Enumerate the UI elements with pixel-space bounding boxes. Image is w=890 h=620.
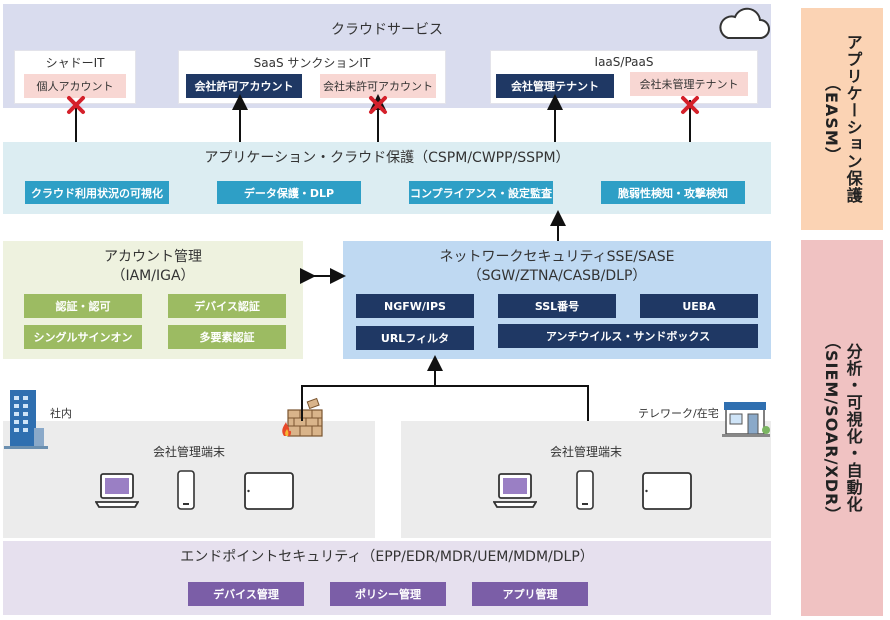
unmanaged-tenant-tag: 会社未管理テナント: [630, 72, 748, 96]
easm-sidebar: アプリケーション保護 （EASM）: [801, 8, 883, 230]
device-auth-tag: デバイス認証: [168, 294, 286, 318]
compliance-audit-tag: コンプライアンス・設定監査: [409, 181, 553, 204]
cloud-services-title: クラウドサービス: [331, 22, 443, 38]
data-protection-dlp-tag: データ保護・DLP: [217, 181, 361, 204]
remote-devices-title: 会社管理端末: [549, 444, 622, 459]
iaas-paas-title: IaaS/PaaS: [594, 55, 654, 69]
saas-title: SaaS サンクションIT: [253, 55, 371, 70]
antivirus-sandbox-tag: アンチウイルス・サンドボックス: [498, 324, 758, 348]
url-filter-tag: URLフィルタ: [356, 326, 474, 350]
easm-label: アプリケーション保護 （EASM）: [822, 34, 863, 204]
connector-devices-to-network: [301, 385, 589, 421]
app-management-tag: アプリ管理: [472, 582, 588, 606]
account-management-title: アカウント管理: [104, 249, 202, 265]
remote-phone-icon: [575, 470, 595, 510]
blocked-x-unapproved-account: [369, 96, 387, 114]
office-laptop-icon: [94, 472, 140, 510]
network-security-subtitle: （SGW/ZTNA/CASB/DLP）: [467, 268, 647, 284]
ssl-tag: SSL番号: [498, 294, 616, 318]
office-devices-title: 会社管理端末: [152, 444, 225, 459]
blocked-x-unmanaged-tenant: [681, 96, 699, 114]
endpoint-security-title: エンドポイントセキュリティ（EPP/EDR/MDR/UEM/MDM/DLP）: [180, 549, 594, 565]
vulnerability-attack-detection-tag: 脆弱性検知・攻撃検知: [601, 181, 745, 204]
shadow-it-title: シャドーIT: [45, 55, 105, 70]
cloud-icon: [716, 6, 772, 42]
remote-tablet-icon: [642, 472, 692, 510]
remote-home-icon: [722, 396, 770, 438]
cloud-usage-visibility-tag: クラウド利用状況の可視化: [25, 181, 169, 204]
auth-authorization-tag: 認証・認可: [24, 294, 142, 318]
app-cloud-protection-title: アプリケーション・クラウド保護（CSPM/CWPP/SSPM）: [204, 150, 570, 166]
office-tablet-icon: [244, 472, 294, 510]
ngfw-ips-tag: NGFW/IPS: [356, 294, 474, 318]
remote-laptop-icon: [492, 472, 538, 510]
ueba-tag: UEBA: [640, 294, 758, 318]
device-management-tag: デバイス管理: [188, 582, 304, 606]
office-label: 社内: [50, 407, 72, 420]
remote-label: テレワーク/在宅: [638, 407, 719, 420]
office-phone-icon: [176, 470, 196, 510]
account-management-subtitle: （IAM/IGA）: [111, 268, 195, 284]
office-building-icon: [4, 386, 48, 450]
blocked-x-shadow-it: [67, 96, 85, 114]
single-sign-on-tag: シングルサインオン: [24, 325, 142, 349]
policy-management-tag: ポリシー管理: [330, 582, 446, 606]
network-security-title: ネットワークセキュリティSSE/SASE: [439, 249, 675, 265]
approved-account-tag: 会社許可アカウント: [186, 74, 302, 98]
siem-sidebar: 分析・可視化・自動化 （SIEM/SOAR/XDR）: [801, 240, 883, 616]
mfa-tag: 多要素認証: [168, 325, 286, 349]
personal-account-tag: 個人アカウント: [24, 74, 126, 98]
siem-label: 分析・可視化・自動化 （SIEM/SOAR/XDR）: [822, 332, 863, 524]
firewall-icon: [278, 396, 326, 440]
